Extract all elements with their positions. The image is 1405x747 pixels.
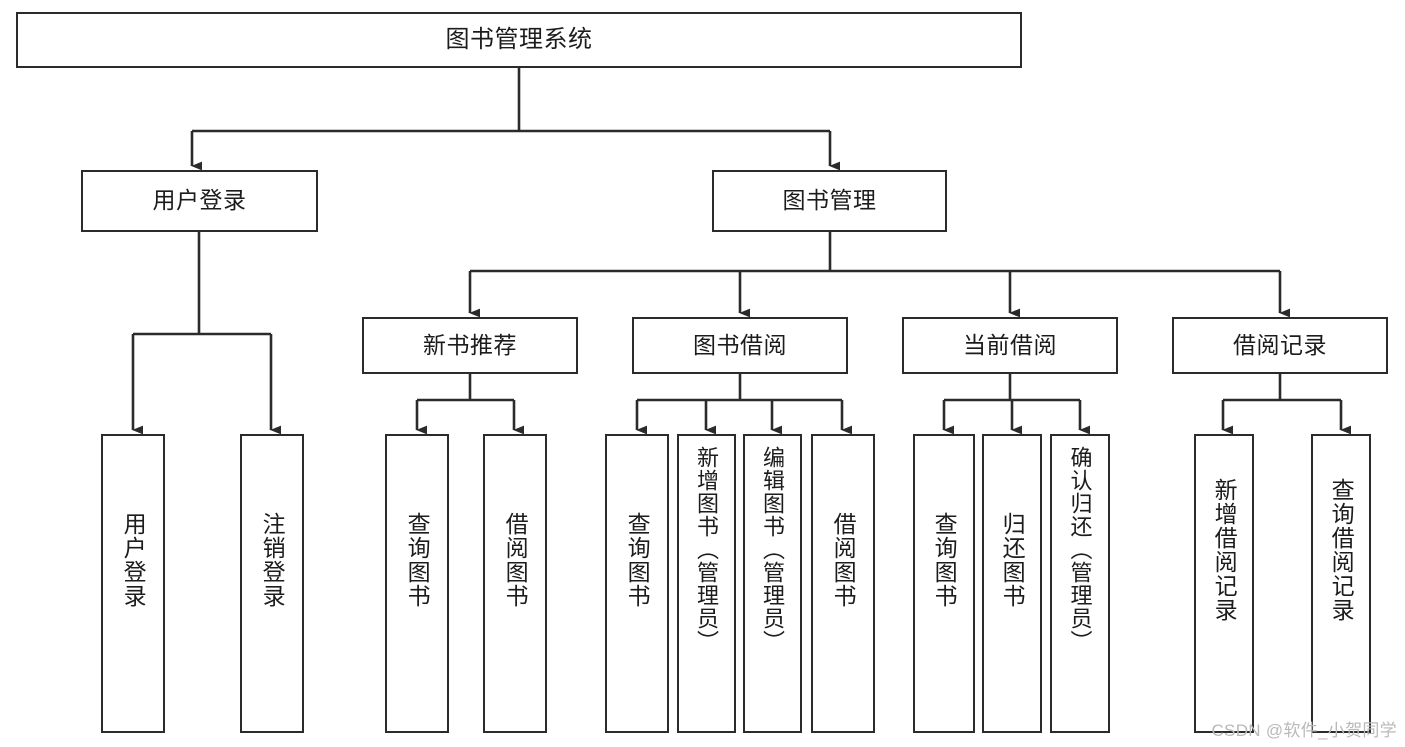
node-leaf-confirm-return-label: 确认归还（管理员） <box>1067 446 1093 653</box>
node-leaf-user-logout[interactable]: 注销登录 <box>240 434 304 733</box>
node-current-borrow-label: 当前借阅 <box>963 331 1057 358</box>
node-leaf-borrow-book-1[interactable]: 借阅图书 <box>483 434 547 733</box>
node-leaf-add-record-label: 新增借阅记录 <box>1211 478 1238 622</box>
node-leaf-edit-book[interactable]: 编辑图书（管理员） <box>743 434 802 733</box>
node-book-management-label: 图书管理 <box>782 187 877 214</box>
node-book-borrow[interactable]: 图书借阅 <box>632 317 848 374</box>
node-leaf-return-book-label: 归还图书 <box>999 512 1026 608</box>
csdn-watermark: CSDN @软件_小贺同学 <box>1211 721 1397 740</box>
node-new-book-recommend-label: 新书推荐 <box>423 331 517 358</box>
node-leaf-user-login-label: 用户登录 <box>120 512 147 608</box>
node-borrow-record-label: 借阅记录 <box>1233 331 1327 358</box>
node-book-management[interactable]: 图书管理 <box>712 170 947 232</box>
node-leaf-borrow-book-2-label: 借阅图书 <box>830 512 857 608</box>
node-book-borrow-label: 图书借阅 <box>693 331 787 358</box>
node-leaf-add-book-label: 新增图书（管理员） <box>694 446 720 653</box>
node-leaf-query-record[interactable]: 查询借阅记录 <box>1311 434 1371 733</box>
node-leaf-borrow-book-1-label: 借阅图书 <box>502 512 529 608</box>
node-leaf-query-record-label: 查询借阅记录 <box>1328 478 1355 622</box>
node-leaf-edit-book-label: 编辑图书（管理员） <box>760 446 786 653</box>
node-new-book-recommend[interactable]: 新书推荐 <box>362 317 578 374</box>
node-leaf-borrow-book-2[interactable]: 借阅图书 <box>811 434 875 733</box>
node-leaf-query-book-2[interactable]: 查询图书 <box>605 434 669 733</box>
node-root[interactable]: 图书管理系统 <box>16 12 1022 68</box>
node-leaf-add-book[interactable]: 新增图书（管理员） <box>677 434 736 733</box>
node-root-label: 图书管理系统 <box>445 25 593 53</box>
node-leaf-confirm-return[interactable]: 确认归还（管理员） <box>1050 434 1110 733</box>
node-leaf-query-book-3[interactable]: 查询图书 <box>913 434 975 733</box>
node-leaf-query-book-2-label: 查询图书 <box>624 512 651 608</box>
node-leaf-return-book[interactable]: 归还图书 <box>982 434 1042 733</box>
node-leaf-query-book-3-label: 查询图书 <box>931 512 958 608</box>
node-user-login[interactable]: 用户登录 <box>81 170 318 232</box>
node-leaf-query-book-1-label: 查询图书 <box>404 512 431 608</box>
node-user-login-label: 用户登录 <box>152 187 247 214</box>
node-leaf-query-book-1[interactable]: 查询图书 <box>385 434 449 733</box>
node-leaf-add-record[interactable]: 新增借阅记录 <box>1194 434 1254 733</box>
node-leaf-user-logout-label: 注销登录 <box>259 512 286 608</box>
node-current-borrow[interactable]: 当前借阅 <box>902 317 1118 374</box>
node-leaf-user-login[interactable]: 用户登录 <box>101 434 165 733</box>
node-borrow-record[interactable]: 借阅记录 <box>1172 317 1388 374</box>
